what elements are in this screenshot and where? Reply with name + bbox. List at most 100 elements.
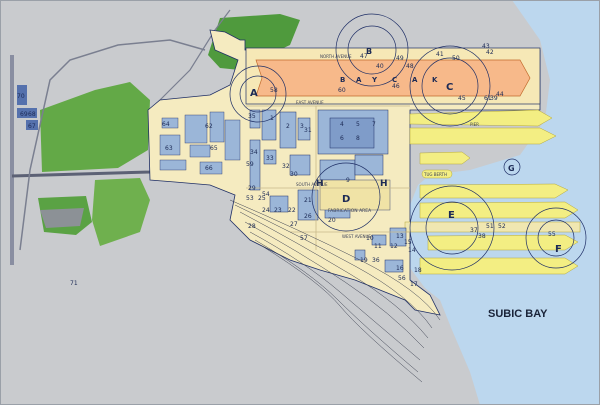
- building-number-62: 62: [205, 123, 213, 130]
- drydock-letter-3: Y: [371, 76, 378, 84]
- building-number-23: 23: [274, 207, 282, 214]
- drydock-letter-2: A: [356, 76, 362, 84]
- building-number-69: 69: [20, 111, 28, 118]
- building-69: [17, 108, 37, 118]
- building-number-71: 71: [70, 280, 78, 287]
- building-number-6: 6: [340, 135, 344, 142]
- building-number-13: 13: [396, 233, 404, 240]
- building-number-42: 42: [486, 49, 494, 56]
- area-label-fabrication: FABRICATION AREA: [328, 208, 372, 214]
- building-number-41: 41: [436, 51, 444, 58]
- building-number-52: 52: [498, 223, 506, 230]
- building-number-57: 57: [300, 235, 308, 242]
- zone-label-a: A: [250, 88, 258, 99]
- access-road-loop: [19, 39, 206, 251]
- hillside-contours: [229, 199, 441, 383]
- building-number-26: 26: [304, 213, 312, 220]
- building-number-31: 31: [304, 127, 312, 134]
- building-number-48: 48: [406, 63, 414, 70]
- drydock-letter-6: K: [432, 76, 438, 84]
- building-number-44: 44: [496, 91, 504, 98]
- building-number-60: 60: [338, 87, 346, 94]
- building-number-9: 9: [346, 177, 350, 184]
- road-label-east-avenue: EAST AVENUE: [296, 100, 324, 105]
- building-67: [26, 120, 38, 130]
- zone-label-f: F: [555, 244, 562, 255]
- building-number-19: 19: [360, 257, 368, 264]
- building-number-10: 10: [366, 235, 374, 242]
- building-number-36: 36: [372, 257, 380, 264]
- building-number-47: 47: [360, 53, 368, 60]
- building-number-3: 3: [300, 123, 304, 130]
- yard-roads: [246, 105, 410, 250]
- building-number-45: 45: [458, 95, 466, 102]
- drydock-letter-1: B: [340, 76, 345, 84]
- building-number-33: 33: [266, 155, 274, 162]
- building-number-17: 17: [410, 281, 418, 288]
- building-number-70: 70: [17, 93, 25, 100]
- building-number-66: 66: [205, 165, 213, 172]
- building-cluster-central: [249, 109, 407, 273]
- building-number-46: 46: [392, 83, 400, 90]
- building-number-68: 68: [28, 111, 36, 118]
- pier-group-north: [409, 109, 557, 179]
- building-70: [17, 85, 27, 105]
- building-number-14: 14: [408, 247, 416, 254]
- road-label-south-avenue: SOUTH AVENUE: [296, 182, 328, 187]
- grey-cove: [40, 208, 84, 228]
- building-number-22: 22: [288, 207, 296, 214]
- building-number-12: 12: [390, 243, 398, 250]
- building-number-18: 18: [414, 267, 422, 274]
- drydock-basin: [255, 59, 531, 97]
- building-number-5: 5: [356, 121, 360, 128]
- building-number-37: 37: [470, 227, 478, 234]
- building-number-29: 29: [248, 185, 256, 192]
- building-number-51: 51: [486, 223, 494, 230]
- green-slope-west: [40, 82, 150, 172]
- building-number-20: 20: [328, 217, 336, 224]
- building-number-27: 27: [290, 221, 298, 228]
- building-number-49: 49: [396, 55, 404, 62]
- water-label-subic-bay: SUBIC BAY: [488, 308, 548, 320]
- site-border-left: [10, 55, 14, 265]
- area-label-pier: PIER: [470, 122, 479, 127]
- building-number-39: 39: [490, 95, 498, 102]
- building-number-21: 21: [304, 197, 312, 204]
- building-number-11: 11: [374, 243, 382, 250]
- building-number-53: 53: [246, 195, 254, 202]
- building-number-16: 16: [396, 265, 404, 272]
- building-number-56: 56: [398, 275, 406, 282]
- road-label-west-avenue: WEST AVENUE: [342, 234, 371, 239]
- building-number-7: 7: [372, 121, 376, 128]
- building-number-40: 40: [376, 63, 384, 70]
- building-number-4: 4: [340, 121, 344, 128]
- green-lowland: [92, 178, 150, 246]
- building-number-64: 64: [162, 121, 170, 128]
- building-cluster-admin: [159, 111, 241, 175]
- zone-label-g: G: [508, 164, 515, 173]
- zone-label-d: D: [342, 194, 350, 205]
- zone-label-c: C: [446, 82, 453, 93]
- building-number-65: 65: [210, 145, 218, 152]
- building-number-24: 24: [262, 207, 270, 214]
- building-number-2: 2: [286, 123, 290, 130]
- zone-label-e: E: [448, 210, 455, 221]
- building-number-54: 54: [262, 191, 270, 198]
- building-number-43: 43: [482, 43, 490, 50]
- building-number-38: 38: [478, 233, 486, 240]
- building-number-25: 25: [258, 195, 266, 202]
- building-number-67: 67: [28, 123, 36, 130]
- zone-label-h-east: H: [380, 179, 388, 189]
- building-number-35: 35: [248, 113, 256, 120]
- tug-berth: [421, 169, 453, 179]
- building-number-58: 58: [270, 87, 278, 94]
- zone-label-b: B: [366, 47, 372, 56]
- area-label-tug-berth: TUG BERTH: [423, 172, 447, 177]
- building-number-55: 55: [548, 231, 556, 238]
- building-number-1: 1: [270, 115, 274, 122]
- drydock-letter-4: C: [392, 76, 397, 84]
- building-number-32: 32: [282, 163, 290, 170]
- building-number-34: 34: [250, 149, 258, 156]
- building-number-59: 59: [246, 161, 254, 168]
